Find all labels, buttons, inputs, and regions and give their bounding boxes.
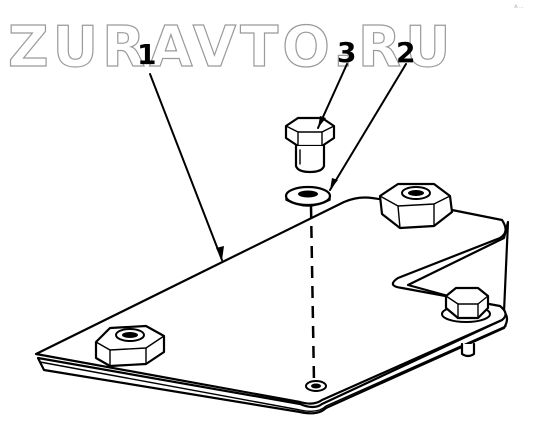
leader-1 bbox=[149, 73, 223, 261]
mounting-plate bbox=[34, 196, 510, 415]
hex-nut-rear bbox=[378, 182, 454, 230]
corner-mark: ⁂ ... bbox=[514, 4, 523, 9]
leader-2 bbox=[329, 63, 407, 191]
callout-3: 3 bbox=[337, 36, 356, 69]
watermark-text: ZURAVTO.RU bbox=[8, 15, 455, 80]
callout-1: 1 bbox=[137, 38, 156, 71]
hex-bolt bbox=[284, 116, 336, 174]
callout-2: 2 bbox=[396, 36, 415, 69]
washer bbox=[284, 185, 332, 207]
assembly-axis bbox=[309, 205, 316, 383]
installed-bolt bbox=[441, 286, 491, 358]
hex-nut-front bbox=[94, 324, 166, 368]
